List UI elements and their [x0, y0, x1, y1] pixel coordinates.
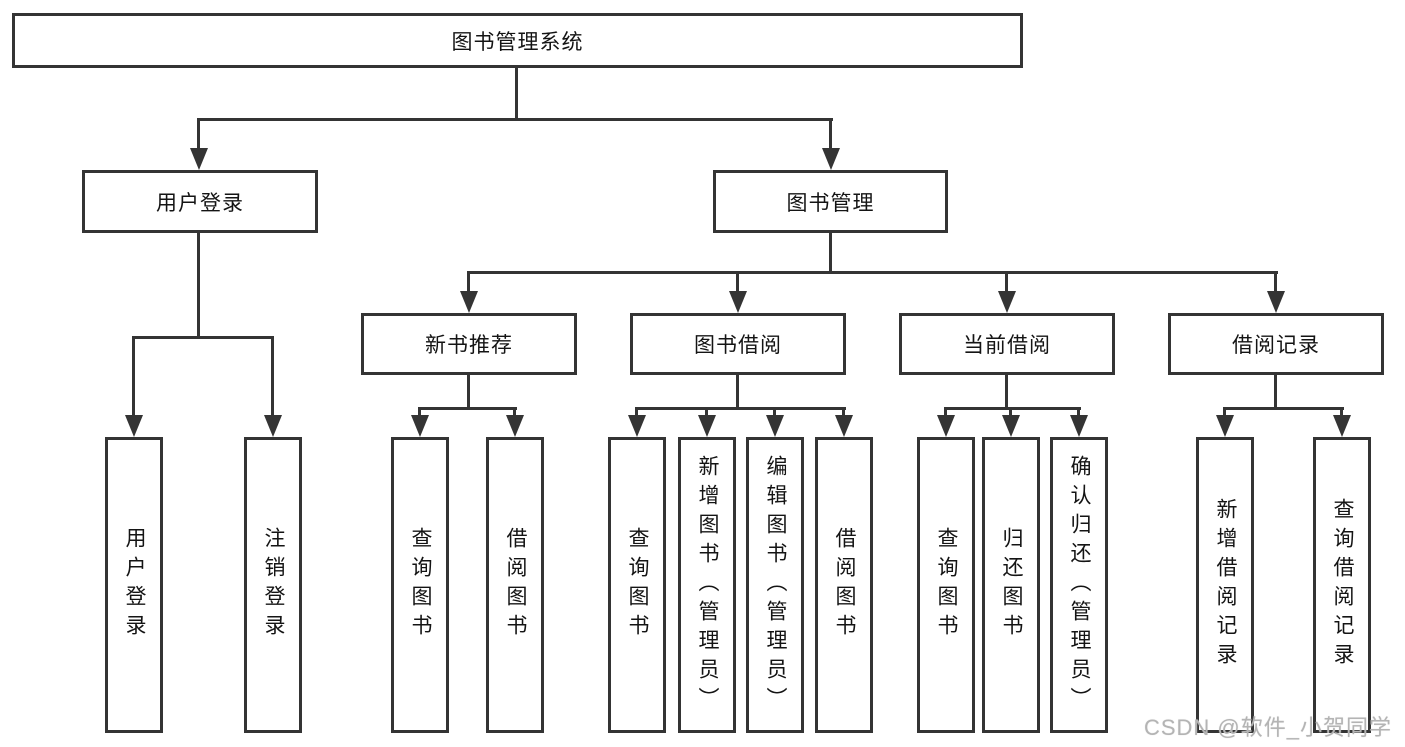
node-new-book-recommendation: 新书推荐 — [361, 313, 577, 375]
connector-line — [1005, 271, 1008, 291]
arrowhead-down — [698, 415, 716, 437]
connector-line — [467, 271, 470, 291]
arrowhead-down — [125, 415, 143, 437]
node-label: 当前借阅 — [963, 334, 1051, 357]
connector-line — [842, 407, 845, 415]
arrowhead-down — [998, 291, 1016, 313]
connector-line — [1274, 271, 1277, 291]
node-label: 新书推荐 — [425, 334, 513, 357]
leaf-label: 查询图书 — [409, 527, 432, 643]
leaf-borrow-books-recommend: 借阅图书 — [486, 437, 544, 733]
leaf-label: 查询借阅记录 — [1331, 498, 1354, 672]
node-borrowing-records: 借阅记录 — [1168, 313, 1384, 375]
watermark: CSDN @软件_小贺同学 — [1143, 715, 1392, 740]
connector-line — [1223, 407, 1226, 415]
connector-line — [467, 271, 1278, 274]
connector-line — [1274, 375, 1277, 407]
connector-line — [736, 375, 739, 407]
leaf-label: 编辑图书（管理员） — [764, 454, 787, 716]
arrowhead-down — [822, 148, 840, 170]
connector-line — [773, 407, 776, 415]
leaf-confirm-return-admin: 确认归还（管理员） — [1050, 437, 1108, 733]
leaf-label: 新增图书（管理员） — [696, 454, 719, 716]
leaf-logout: 注销登录 — [244, 437, 302, 733]
arrowhead-down — [264, 415, 282, 437]
leaf-query-borrow-record: 查询借阅记录 — [1313, 437, 1371, 733]
connector-line — [1340, 407, 1343, 415]
leaf-add-borrow-record: 新增借阅记录 — [1196, 437, 1254, 733]
node-user-login: 用户登录 — [82, 170, 318, 233]
leaf-return-books: 归还图书 — [982, 437, 1040, 733]
connector-line — [944, 407, 1081, 410]
connector-line — [271, 336, 274, 415]
connector-line — [467, 375, 470, 407]
arrowhead-down — [729, 291, 747, 313]
arrowhead-down — [1002, 415, 1020, 437]
arrowhead-down — [766, 415, 784, 437]
connector-line — [515, 68, 518, 118]
leaf-label: 注销登录 — [262, 527, 285, 643]
leaf-label: 查询图书 — [626, 527, 649, 643]
node-current-borrowing: 当前借阅 — [899, 313, 1115, 375]
leaf-label: 用户登录 — [123, 527, 146, 643]
leaf-edit-books-admin: 编辑图书（管理员） — [746, 437, 804, 733]
connector-line — [132, 336, 135, 415]
arrowhead-down — [937, 415, 955, 437]
node-label: 图书借阅 — [694, 334, 782, 357]
connector-line — [418, 407, 421, 415]
leaf-add-books-admin: 新增图书（管理员） — [678, 437, 736, 733]
node-label: 图书管理 — [786, 191, 875, 215]
leaf-query-books-recommend: 查询图书 — [391, 437, 449, 733]
arrowhead-down — [628, 415, 646, 437]
leaf-label: 查询图书 — [935, 527, 958, 643]
node-book-borrowing: 图书借阅 — [630, 313, 846, 375]
node-library-management-system: 图书管理系统 — [12, 13, 1023, 68]
leaf-label: 新增借阅记录 — [1214, 498, 1237, 672]
node-label: 借阅记录 — [1232, 334, 1320, 357]
connector-line — [513, 407, 516, 415]
connector-line — [1223, 407, 1344, 410]
arrowhead-down — [1070, 415, 1088, 437]
arrowhead-down — [460, 291, 478, 313]
arrowhead-down — [835, 415, 853, 437]
connector-line — [197, 233, 200, 336]
arrowhead-down — [411, 415, 429, 437]
connector-line — [736, 271, 739, 291]
connector-line — [829, 118, 832, 150]
leaf-query-books-current: 查询图书 — [917, 437, 975, 733]
connector-line — [132, 336, 274, 339]
arrowhead-down — [190, 148, 208, 170]
connector-line — [418, 407, 517, 410]
connector-line — [635, 407, 638, 415]
node-label: 图书管理系统 — [451, 30, 584, 54]
connector-line — [1005, 375, 1008, 407]
connector-line — [829, 233, 832, 271]
leaf-label: 借阅图书 — [504, 527, 527, 643]
leaf-borrow-books-borrowing: 借阅图书 — [815, 437, 873, 733]
leaf-user-login: 用户登录 — [105, 437, 163, 733]
leaf-label: 借阅图书 — [833, 527, 856, 643]
node-label: 用户登录 — [156, 191, 244, 215]
connector-line — [1077, 407, 1080, 415]
arrowhead-down — [506, 415, 524, 437]
leaf-label: 确认归还（管理员） — [1068, 454, 1091, 716]
connector-line — [635, 407, 846, 410]
arrowhead-down — [1267, 291, 1285, 313]
node-book-management: 图书管理 — [713, 170, 948, 233]
arrowhead-down — [1333, 415, 1351, 437]
connector-line — [705, 407, 708, 415]
connector-line — [197, 118, 833, 121]
leaf-label: 归还图书 — [1000, 527, 1023, 643]
connector-line — [944, 407, 947, 415]
leaf-query-books-borrowing: 查询图书 — [608, 437, 666, 733]
arrowhead-down — [1216, 415, 1234, 437]
connector-line — [197, 118, 200, 150]
connector-line — [1009, 407, 1012, 415]
